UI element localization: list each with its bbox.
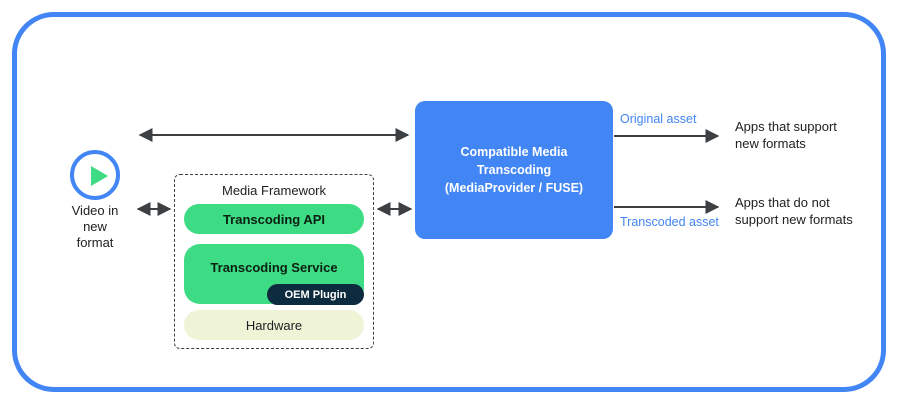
original-asset-label: Original asset: [620, 112, 697, 126]
media-framework-title: Media Framework: [221, 183, 327, 198]
oem-plugin-badge: OEM Plugin: [267, 284, 364, 305]
play-circle-icon: [70, 150, 120, 200]
hardware-block: Hardware: [184, 310, 364, 340]
compatible-media-transcoding-block: Compatible Media Transcoding (MediaProvi…: [415, 101, 613, 239]
play-triangle-icon: [91, 166, 108, 186]
apps-supporting-new-formats-label: Apps that support new formats: [735, 119, 837, 151]
video-source-label: Video in new format: [71, 203, 119, 250]
apps-not-supporting-new-formats-label: Apps that do not support new formats: [735, 195, 853, 227]
transcoded-asset-label: Transcoded asset: [620, 215, 719, 229]
media-framework-container: [174, 174, 374, 349]
transcoding-api-block: Transcoding API: [184, 204, 364, 234]
outer-frame-border: [12, 12, 886, 392]
